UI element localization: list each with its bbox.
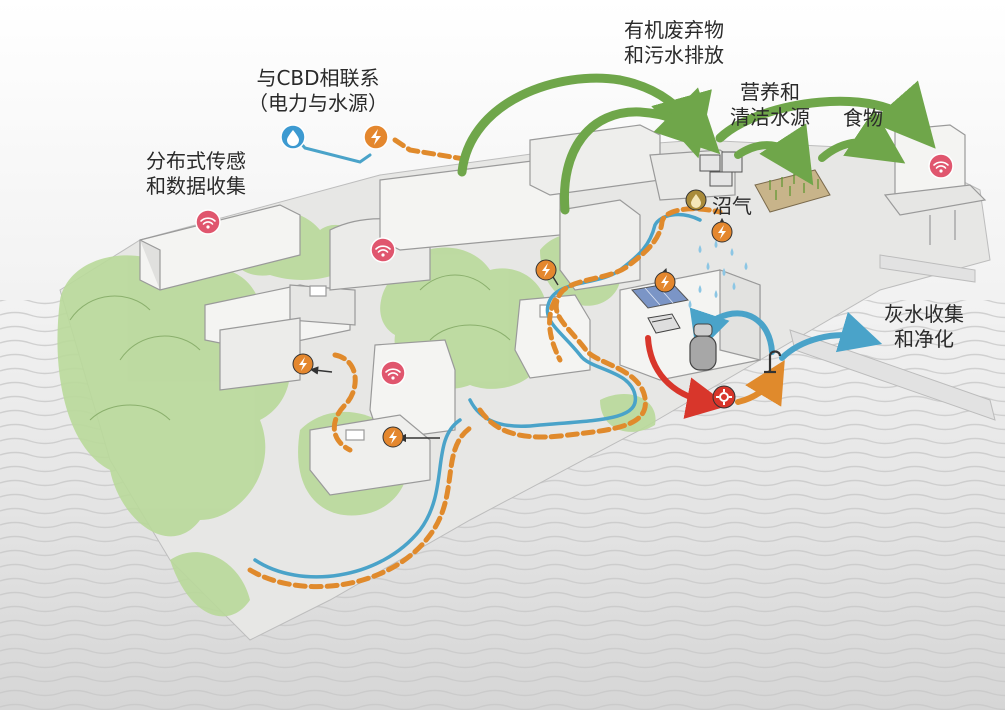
label-organic-waste: 有机废弃物 和污水排放 bbox=[624, 18, 724, 68]
sink-icon bbox=[647, 313, 681, 334]
wifi-icon bbox=[370, 237, 396, 263]
rain-drops bbox=[688, 240, 748, 308]
boardwalk bbox=[879, 254, 976, 283]
label-food: 食物 bbox=[843, 106, 883, 130]
label-nutrients: 营养和 清洁水源 bbox=[730, 80, 810, 130]
filter-tank bbox=[689, 323, 717, 371]
water-drop-icon bbox=[280, 124, 306, 150]
label-greywater-line2: 和净化 bbox=[894, 327, 954, 351]
power-line-main bbox=[247, 206, 723, 589]
food-arrow bbox=[818, 109, 906, 164]
branch-line-1 bbox=[331, 352, 358, 453]
water-pipe-main bbox=[253, 212, 702, 579]
green-flow-arrows bbox=[457, 73, 936, 215]
faucet-icon bbox=[764, 350, 782, 374]
label-biogas: 沼气 bbox=[712, 194, 752, 218]
waste-arrow-2 bbox=[559, 87, 721, 215]
label-cbd-link-line1: 与CBD相联系 bbox=[256, 66, 380, 90]
label-organic-waste-line1: 有机废弃物 bbox=[624, 18, 724, 42]
flame-drop-icon bbox=[685, 189, 707, 211]
label-sensing: 分布式传感 和数据收集 bbox=[146, 149, 246, 199]
label-nutrients-line1: 营养和 bbox=[740, 80, 800, 104]
lightning-icon bbox=[292, 353, 314, 375]
label-greywater-line1: 灰水收集 bbox=[884, 302, 964, 326]
label-organic-waste-line2: 和污水排放 bbox=[624, 43, 724, 67]
lightning-icon bbox=[711, 221, 733, 243]
label-cbd-link-line2: （电力与水源） bbox=[248, 91, 388, 115]
dock bbox=[789, 329, 996, 421]
lightning-icon bbox=[363, 124, 389, 150]
tree-outlines bbox=[69, 274, 511, 421]
label-cbd-link: 与CBD相联系 （电力与水源） bbox=[248, 66, 388, 116]
label-greywater: 灰水收集 和净化 bbox=[884, 302, 964, 352]
greywater-out-arrow bbox=[779, 311, 883, 361]
red-wastewater-arrow bbox=[645, 335, 729, 419]
gear-icon bbox=[712, 385, 736, 409]
label-sensing-line1: 分布式传感 bbox=[146, 149, 246, 173]
label-nutrients-line2: 清洁水源 bbox=[730, 105, 810, 129]
label-sensing-line2: 和数据收集 bbox=[146, 174, 246, 198]
lightning-icon bbox=[654, 271, 676, 293]
lightning-icon bbox=[382, 426, 404, 448]
wifi-icon bbox=[928, 153, 954, 179]
cbd-power-line bbox=[392, 137, 473, 163]
branch-line-2 bbox=[547, 297, 563, 363]
utility-corridor bbox=[247, 137, 723, 589]
nutrient-arrow bbox=[734, 123, 814, 186]
orange-return-arrow bbox=[735, 359, 785, 407]
wifi-icon bbox=[195, 209, 221, 235]
wifi-icon bbox=[380, 360, 406, 386]
lightning-icon bbox=[535, 259, 557, 281]
icon-badges bbox=[195, 124, 954, 448]
